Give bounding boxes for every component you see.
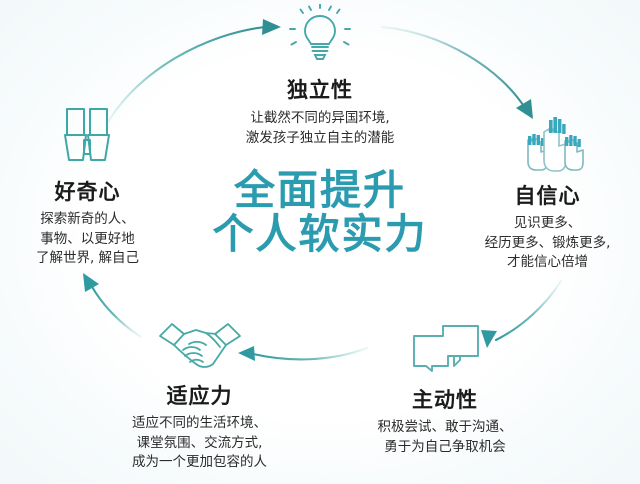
center-title: 全面提升 个人软实力 [180, 168, 460, 257]
node-independence[interactable]: 独立性 让截然不同的异国环境, 激发孩子独立自主的潜能 [200, 3, 440, 148]
lightbulb-icon [200, 3, 440, 70]
center-title-line-2: 个人软实力 [212, 210, 428, 259]
center-title-line-1: 全面提升 [234, 166, 406, 214]
node-confidence[interactable]: 自信心 见识更多、 经历更多、锻炼更多, 才能信心倍增 [455, 112, 640, 273]
binoculars-icon [0, 104, 175, 168]
node-curiosity[interactable]: 好奇心 探索新奇的人、 事物、以更好地 了解世界, 解自己 [0, 104, 175, 269]
node-adaptability-desc: 适应不同的生活环境、 课堂氛围、交流方式, 成为一个更加包容的人 [132, 415, 267, 471]
node-adaptability-title: 适应力 [166, 384, 233, 408]
node-adaptability[interactable]: 适应力 适应不同的生活环境、 课堂氛围、交流方式, 成为一个更加包容的人 [92, 318, 307, 473]
speech-bubbles-icon [340, 320, 550, 378]
raised-hands-icon [455, 112, 640, 174]
node-curiosity-title: 好奇心 [54, 180, 121, 204]
node-confidence-desc: 见识更多、 经历更多、锻炼更多, 才能信心倍增 [484, 215, 611, 271]
node-initiative[interactable]: 主动性 积极尝试、敢于沟通、 勇于为自己争取机会 [340, 320, 550, 457]
node-curiosity-desc: 探索新奇的人、 事物、以更好地 了解世界, 解自己 [35, 211, 140, 267]
node-confidence-title: 自信心 [514, 184, 581, 208]
node-initiative-desc: 积极尝试、敢于沟通、 勇于为自己争取机会 [377, 419, 513, 455]
node-initiative-title: 主动性 [412, 388, 478, 412]
node-independence-title: 独立性 [287, 78, 353, 102]
handshake-icon [92, 318, 307, 376]
node-independence-desc: 让截然不同的异国环境, 激发孩子独立自主的潜能 [245, 110, 395, 146]
